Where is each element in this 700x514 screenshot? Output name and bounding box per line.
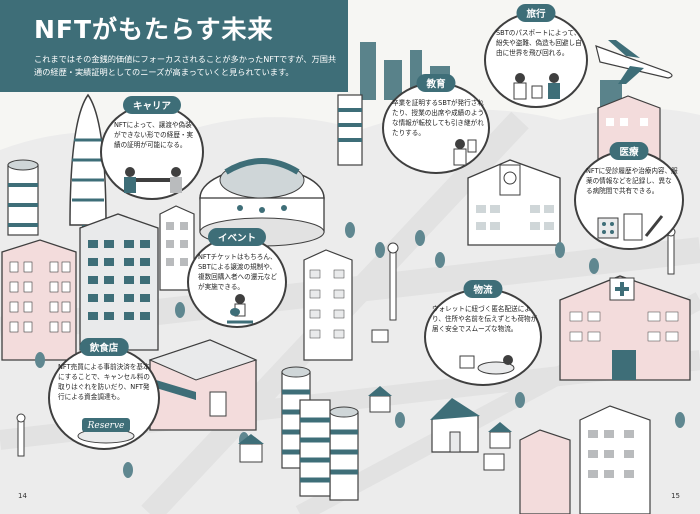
callout-food-tag: 飲食店 <box>79 338 129 356</box>
page-number-right: 15 <box>671 492 680 500</box>
callout-career-tag: キャリア <box>122 96 182 114</box>
graduate-illustration <box>453 139 477 166</box>
callout-medical-tag: 医療 <box>609 142 649 160</box>
callout-travel-text: SBTのパスポートによって、紛失や盗難、偽造も回避し自由に世界を飛び回れる。 <box>496 29 582 57</box>
title-banner: NFTがもたらす未来 これまではその金銭的価値にフォーカスされることが多かったN… <box>0 0 348 92</box>
hospital-illustration <box>559 275 691 381</box>
reserve-table-illustration: Reserve <box>77 418 135 444</box>
job-interview-illustration <box>124 167 182 193</box>
page-number-left: 14 <box>18 492 27 500</box>
guitarist-illustration <box>227 294 253 324</box>
medicine-illustration <box>597 213 664 241</box>
callout-education-tag: 教育 <box>416 74 456 92</box>
callout-logistics-tag: 物流 <box>463 280 503 298</box>
callout-career-text: NFTによって、譲渡や偽装ができない形での経歴・実績の証明が可能になる。 <box>114 121 194 149</box>
page-title: NFTがもたらす未来 <box>34 15 274 44</box>
callout-travel: 旅行 SBTのパスポートによって、紛失や盗難、偽造も回避し自由に世界を飛び回れる… <box>484 4 588 108</box>
airplane-illustration <box>595 40 673 84</box>
callout-food: 飲食店 NFT売買による事前決済を基本にすることで、キャンセル料の取りはぐれを防… <box>48 338 160 450</box>
callout-event-text: NFTチケットはもちろん、SBTによる譲渡の規制や、複数回購入者への還元などが実… <box>198 253 278 291</box>
callout-medical: 医療 NFTに受診履歴や治療内容、服薬の情報などを記録し、異なる病院間で共有でき… <box>574 142 684 250</box>
callout-travel-tag: 旅行 <box>516 4 556 22</box>
callout-career: キャリア NFTによって、譲渡や偽装ができない形での経歴・実績の証明が可能になる… <box>100 96 204 200</box>
callout-event-tag: イベント <box>207 228 267 246</box>
callout-food-text: NFT売買による事前決済を基本にすることで、キャンセル料の取りはぐれを防いだり、… <box>58 363 150 401</box>
callout-medical-text: NFTに受診履歴や治療内容、服薬の情報などを記録し、異なる病院間で共有できる。 <box>586 167 678 195</box>
callout-education-text: 卒業を証明するSBTが発行されたり、授業の出席や成績のような情報が転校しても引き… <box>392 99 485 137</box>
callout-education: 教育 卒業を証明するSBTが発行されたり、授業の出席や成績のような情報が転校して… <box>382 74 490 174</box>
callout-logistics-text: ウォレットに紐づく匿名配送により、住所や名前を伝えずとも荷物が届く安全でスムーズ… <box>432 305 538 333</box>
passport-check-illustration <box>513 73 560 100</box>
intro-text: これまではその金銭的価値にフォーカスされることが多かったNFTですが、万国共通の… <box>34 54 337 77</box>
delivery-illustration <box>459 355 515 375</box>
reserve-sign: Reserve <box>87 421 125 431</box>
callout-logistics: 物流 ウォレットに紐づく匿名配送により、住所や名前を伝えずとも荷物が届く安全でス… <box>424 280 542 386</box>
callout-event: イベント NFTチケットはもちろん、SBTによる譲渡の規制や、複数回購入者への還… <box>187 228 287 328</box>
